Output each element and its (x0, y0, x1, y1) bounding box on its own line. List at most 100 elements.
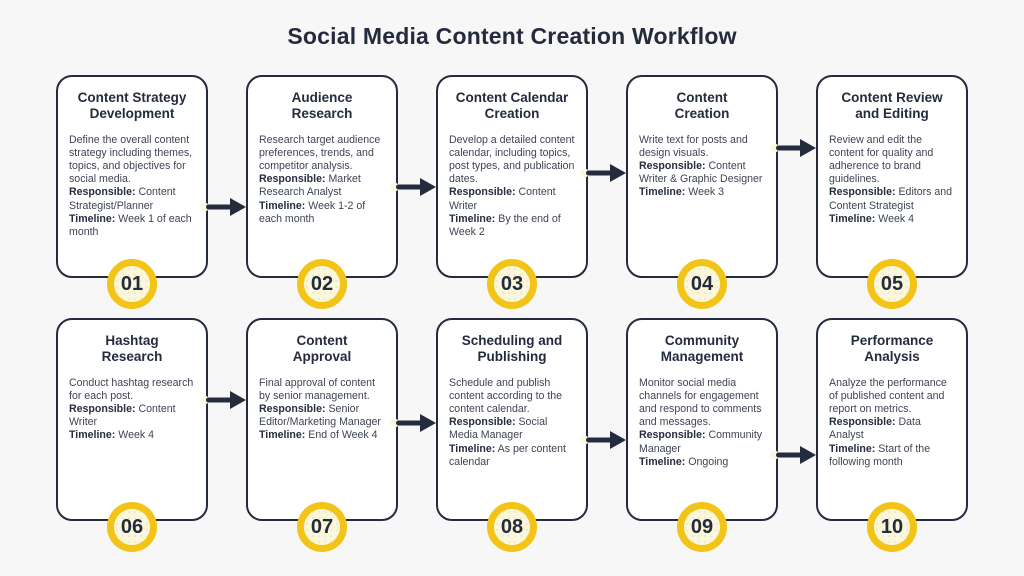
workflow-row-2: Hashtag Research Conduct hashtag researc… (56, 318, 968, 552)
workflow-card-08: Scheduling and Publishing Schedule and p… (436, 318, 588, 552)
timeline-label: Timeline: (259, 199, 306, 212)
step-number-badge: 02 (297, 259, 347, 309)
step-number-badge: 01 (107, 259, 157, 309)
step-description: Final approval of content by senior mana… (259, 376, 376, 403)
arrow-right-icon (770, 443, 818, 467)
step-description: Monitor social media channels for engage… (639, 376, 762, 429)
arrow-right-icon (390, 411, 438, 435)
responsible-label: Responsible: (259, 173, 326, 186)
arrow-right-icon (580, 161, 628, 185)
responsible-label: Responsible: (829, 416, 896, 429)
workflow-card-02: Audience Research Research target audien… (246, 75, 398, 309)
arrow-right-icon (200, 388, 248, 412)
workflow-card-05: Content Review and Editing Review and ed… (816, 75, 968, 309)
arrow-right-icon (580, 428, 628, 452)
step-number-badge: 04 (677, 259, 727, 309)
step-number-badge: 05 (867, 259, 917, 309)
step-description: Conduct hashtag research for each post. (69, 376, 194, 403)
page-title: Social Media Content Creation Workflow (287, 23, 737, 49)
timeline-label: Timeline: (639, 455, 686, 468)
step-body: Define the overall content strategy incl… (69, 134, 195, 239)
step-title: Content Creation (674, 90, 730, 122)
workflow-card-01: Content Strategy Development Define the … (56, 75, 208, 309)
step-body: Write text for posts and design visuals.… (639, 134, 765, 200)
responsible-value: Content Strategist/Planner (69, 186, 176, 212)
step-number-badge: 09 (677, 502, 727, 552)
step-title: Community Management (660, 333, 744, 365)
step-description: Review and edit the content for quality … (829, 133, 934, 186)
step-body: Conduct hashtag research for each post. … (69, 377, 195, 443)
step-description: Develop a detailed content calendar, inc… (449, 133, 575, 186)
responsible-value: Content Writer (449, 186, 556, 212)
timeline-value: As per content calendar (449, 442, 566, 468)
responsible-value: Data Analyst (829, 416, 921, 442)
step-title: Content Calendar Creation (455, 90, 569, 122)
step-number-badge: 06 (107, 502, 157, 552)
step-title: Content Strategy Development (77, 90, 187, 122)
responsible-value: Social Media Manager (449, 416, 548, 442)
workflow-card-10: Performance Analysis Analyze the perform… (816, 318, 968, 552)
timeline-label: Timeline: (639, 186, 686, 199)
responsible-value: Content Writer (69, 403, 176, 429)
responsible-label: Responsible: (639, 429, 706, 442)
step-title: Audience Research (291, 90, 353, 122)
timeline-value: By the end of Week 2 (449, 212, 561, 238)
timeline-label: Timeline: (449, 442, 496, 455)
step-title: Scheduling and Publishing (461, 333, 563, 365)
step-body: Schedule and publish content according t… (449, 377, 575, 469)
responsible-label: Responsible: (259, 403, 326, 416)
timeline-label: Timeline: (69, 212, 116, 225)
timeline-label: Timeline: (829, 212, 876, 225)
timeline-value: Week 1-2 of each month (259, 199, 366, 225)
responsible-label: Responsible: (449, 416, 516, 429)
step-body: Monitor social media channels for engage… (639, 377, 765, 469)
timeline-label: Timeline: (259, 429, 306, 442)
timeline-value: Week 4 (118, 429, 154, 442)
step-description: Research target audience preferences, tr… (259, 133, 381, 173)
timeline-label: Timeline: (69, 429, 116, 442)
responsible-value: Community Manager (639, 429, 763, 455)
step-title: Performance Analysis (850, 333, 934, 365)
step-number-badge: 07 (297, 502, 347, 552)
step-description: Define the overall content strategy incl… (69, 133, 193, 186)
workflow-card-06: Hashtag Research Conduct hashtag researc… (56, 318, 208, 552)
timeline-value: Week 4 (878, 212, 914, 225)
timeline-label: Timeline: (829, 442, 876, 455)
arrow-right-icon (770, 136, 818, 160)
responsible-label: Responsible: (69, 186, 136, 199)
step-description: Write text for posts and design visuals. (639, 133, 748, 160)
arrow-right-icon (390, 175, 438, 199)
workflow-card-09: Community Management Monitor social medi… (626, 318, 778, 552)
responsible-value: Content Writer & Graphic Designer (639, 160, 763, 186)
step-number-badge: 03 (487, 259, 537, 309)
step-number-badge: 10 (867, 502, 917, 552)
step-title: Content Approval (292, 333, 352, 365)
workflow-card-04: Content Creation Write text for posts an… (626, 75, 778, 309)
step-title: Hashtag Research (101, 333, 163, 365)
timeline-value: Week 3 (688, 186, 724, 199)
arrow-right-icon (200, 195, 248, 219)
step-number-badge: 08 (487, 502, 537, 552)
workflow-diagram: Content Strategy Development Define the … (56, 75, 968, 552)
step-description: Schedule and publish content according t… (449, 376, 563, 416)
timeline-label: Timeline: (449, 212, 496, 225)
step-body: Final approval of content by senior mana… (259, 377, 385, 443)
responsible-label: Responsible: (449, 186, 516, 199)
timeline-value: Week 1 of each month (69, 212, 192, 238)
step-body: Analyze the performance of published con… (829, 377, 955, 469)
timeline-value: End of Week 4 (308, 429, 378, 442)
step-description: Analyze the performance of published con… (829, 376, 947, 416)
responsible-value: Senior Editor/Marketing Manager (259, 403, 381, 429)
responsible-label: Responsible: (829, 186, 896, 199)
workflow-card-07: Content Approval Final approval of conte… (246, 318, 398, 552)
responsible-value: Editors and Content Strategist (829, 186, 953, 212)
responsible-label: Responsible: (69, 403, 136, 416)
workflow-card-03: Content Calendar Creation Develop a deta… (436, 75, 588, 309)
step-title: Content Review and Editing (841, 90, 943, 122)
step-body: Review and edit the content for quality … (829, 134, 955, 226)
responsible-value: Market Research Analyst (259, 173, 361, 199)
step-body: Research target audience preferences, tr… (259, 134, 385, 226)
timeline-value: Ongoing (688, 455, 729, 468)
workflow-row-1: Content Strategy Development Define the … (56, 75, 968, 309)
timeline-value: Start of the following month (829, 442, 931, 468)
